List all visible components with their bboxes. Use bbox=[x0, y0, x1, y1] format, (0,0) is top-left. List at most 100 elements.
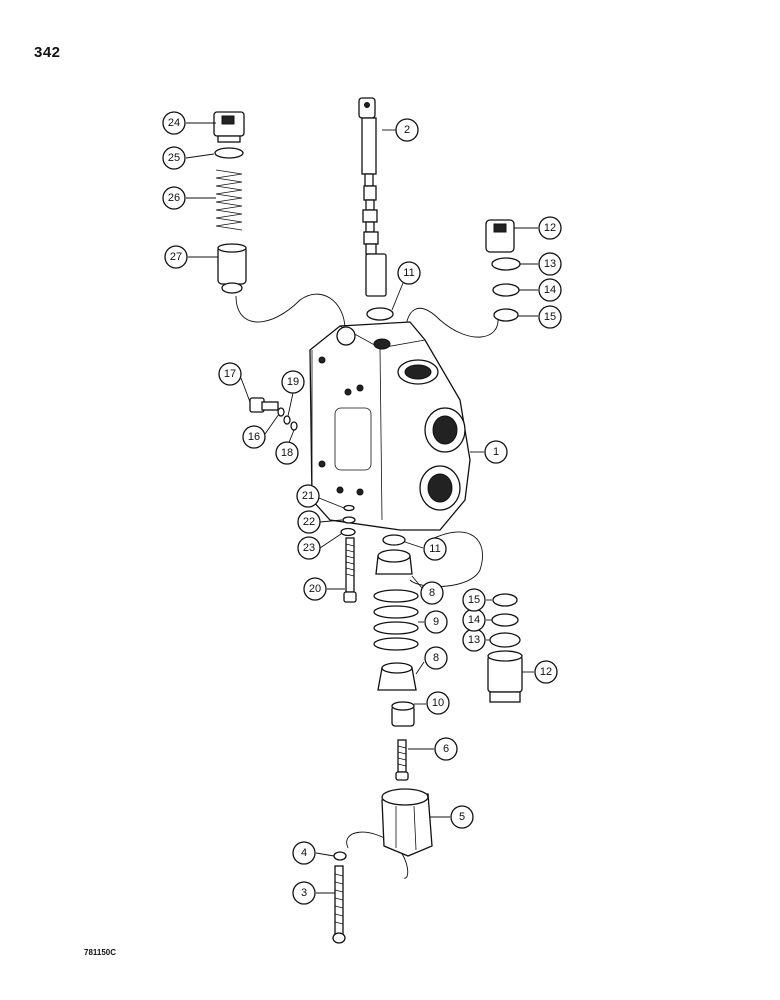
svg-text:20: 20 bbox=[309, 583, 321, 595]
part-15-o-ring-lower bbox=[492, 593, 518, 607]
callout-15-lower: 15 bbox=[462, 588, 486, 612]
svg-text:19: 19 bbox=[287, 376, 299, 388]
svg-text:10: 10 bbox=[432, 697, 444, 709]
part-8-seat-upper bbox=[375, 549, 413, 575]
part-10-bushing bbox=[391, 701, 415, 727]
callout-26: 26 bbox=[162, 186, 186, 210]
callout-22: 22 bbox=[297, 510, 321, 534]
figure-code: 781150C bbox=[84, 948, 117, 957]
callout-3: 3 bbox=[292, 881, 316, 905]
callout-25: 25 bbox=[162, 146, 186, 170]
part-21-o-ring bbox=[343, 504, 355, 512]
svg-text:12: 12 bbox=[544, 222, 556, 234]
svg-text:8: 8 bbox=[429, 587, 435, 599]
callout-14-lower: 14 bbox=[462, 608, 486, 632]
callout-12-lower: 12 bbox=[534, 660, 558, 684]
part-19-o-ring bbox=[283, 415, 291, 425]
callout-21: 21 bbox=[296, 484, 320, 508]
callout-8-upper: 8 bbox=[420, 581, 444, 605]
callout-9: 9 bbox=[424, 610, 448, 634]
part-1-valve-body bbox=[309, 321, 471, 531]
part-4-washer bbox=[333, 851, 347, 861]
svg-text:14: 14 bbox=[468, 614, 480, 626]
part-25-o-ring bbox=[214, 147, 244, 159]
part-13-o-ring-lower bbox=[489, 632, 521, 648]
part-18-o-ring bbox=[290, 421, 298, 431]
callout-17: 17 bbox=[218, 362, 242, 386]
svg-text:23: 23 bbox=[303, 542, 315, 554]
svg-text:6: 6 bbox=[443, 743, 449, 755]
svg-text:27: 27 bbox=[170, 251, 182, 263]
guide-line-lower-right bbox=[409, 531, 483, 588]
callout-23: 23 bbox=[297, 536, 321, 560]
page-number: 342 bbox=[34, 44, 61, 61]
callout-16: 16 bbox=[242, 425, 266, 449]
svg-text:18: 18 bbox=[281, 447, 293, 459]
part-11-o-ring-lower bbox=[382, 534, 406, 546]
part-16-washer bbox=[277, 407, 285, 417]
svg-text:3: 3 bbox=[301, 887, 307, 899]
part-14-o-ring-lower bbox=[491, 613, 519, 627]
part-11-o-ring-top bbox=[366, 307, 394, 321]
part-20-screw bbox=[343, 537, 357, 603]
leader-lines bbox=[185, 122, 538, 894]
svg-text:13: 13 bbox=[544, 258, 556, 270]
part-23-o-ring bbox=[340, 527, 356, 537]
callout-10: 10 bbox=[426, 691, 450, 715]
callout-27: 27 bbox=[164, 245, 188, 269]
svg-text:17: 17 bbox=[224, 368, 236, 380]
part-26-spring bbox=[215, 169, 243, 231]
callout-14-top: 14 bbox=[538, 278, 562, 302]
callout-20: 20 bbox=[303, 577, 327, 601]
part-5-cap bbox=[381, 788, 433, 857]
callout-13-lower: 13 bbox=[462, 628, 486, 652]
callout-19: 19 bbox=[281, 370, 305, 394]
callout-18: 18 bbox=[275, 441, 299, 465]
svg-text:8: 8 bbox=[433, 652, 439, 664]
part-3-screw bbox=[332, 865, 346, 944]
guide-line-15-to-body bbox=[404, 308, 499, 341]
svg-text:11: 11 bbox=[403, 267, 414, 279]
svg-text:16: 16 bbox=[248, 431, 260, 443]
svg-text:9: 9 bbox=[433, 616, 439, 628]
svg-text:1: 1 bbox=[493, 446, 499, 458]
part-8-seat-lower bbox=[377, 662, 417, 691]
part-27-sleeve bbox=[217, 243, 247, 294]
callout-2: 2 bbox=[395, 118, 419, 142]
svg-text:24: 24 bbox=[168, 117, 180, 129]
part-14-o-ring-top bbox=[492, 283, 520, 297]
svg-text:11: 11 bbox=[429, 543, 440, 555]
part-13-o-ring-top bbox=[491, 257, 521, 271]
svg-text:14: 14 bbox=[544, 284, 556, 296]
part-22-o-ring bbox=[342, 516, 356, 524]
part-2-spool bbox=[358, 97, 387, 297]
svg-text:15: 15 bbox=[468, 594, 480, 606]
callout-11-lower: 11 bbox=[423, 537, 447, 561]
part-6-screw bbox=[395, 739, 409, 781]
part-9-spring bbox=[373, 589, 419, 651]
callout-12-top: 12 bbox=[538, 216, 562, 240]
callout-15-top: 15 bbox=[538, 305, 562, 329]
callout-11-top: 11 bbox=[397, 261, 421, 285]
svg-text:21: 21 bbox=[302, 490, 314, 502]
part-17-relief-fitting bbox=[249, 397, 279, 413]
part-12-plug-lower bbox=[487, 650, 523, 703]
svg-text:12: 12 bbox=[540, 666, 552, 678]
svg-text:26: 26 bbox=[168, 192, 180, 204]
callout-4: 4 bbox=[292, 841, 316, 865]
svg-text:2: 2 bbox=[404, 124, 410, 136]
callout-1: 1 bbox=[484, 440, 508, 464]
svg-text:5: 5 bbox=[459, 811, 465, 823]
part-15-o-ring-top bbox=[493, 308, 519, 322]
svg-text:22: 22 bbox=[303, 516, 315, 528]
guide-line-27-to-body bbox=[235, 293, 346, 331]
part-12-plug-top bbox=[485, 219, 515, 253]
callout-8-lower: 8 bbox=[424, 646, 448, 670]
callout-24: 24 bbox=[162, 111, 186, 135]
part-24-plug bbox=[213, 111, 245, 143]
callout-13-top: 13 bbox=[538, 252, 562, 276]
svg-text:13: 13 bbox=[468, 634, 480, 646]
callout-6: 6 bbox=[434, 737, 458, 761]
svg-text:25: 25 bbox=[168, 152, 180, 164]
